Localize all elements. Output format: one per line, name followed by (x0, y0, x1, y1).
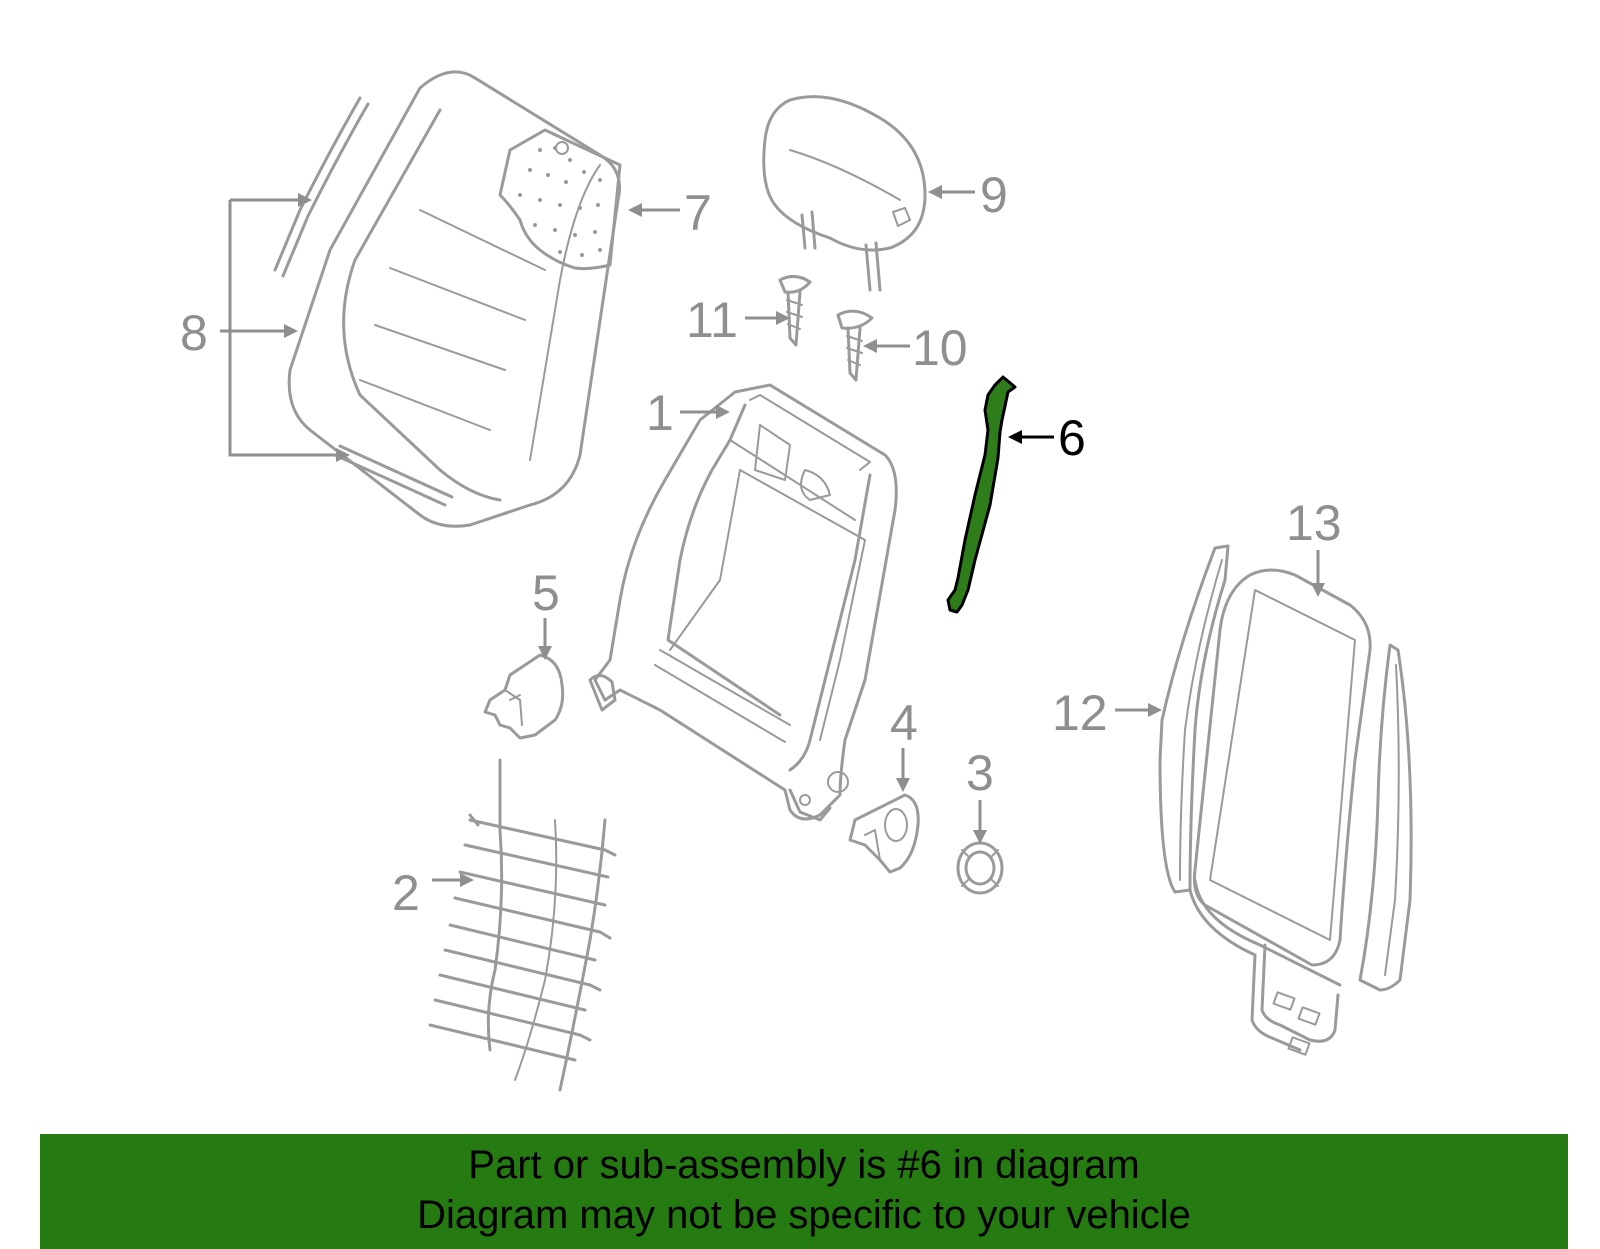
part-5-bracket[interactable] (483, 653, 565, 740)
info-banner: Part or sub-assembly is #6 in diagram Di… (40, 1134, 1568, 1249)
callout-12: 12 (1052, 685, 1108, 741)
part-6-bracket[interactable] (946, 375, 1017, 614)
callout-9: 9 (980, 167, 1008, 223)
callout-6[interactable]: 6 (1058, 410, 1086, 466)
part-13-rear-panel[interactable] (1188, 568, 1372, 1056)
callout-arrows (220, 185, 1325, 887)
part-8-seat-cover[interactable] (273, 70, 621, 528)
part-9-headrest[interactable] (762, 95, 927, 292)
banner-background (40, 1134, 1568, 1249)
part-6-shape (946, 375, 1017, 614)
callout-2: 2 (392, 865, 420, 921)
callout-5: 5 (532, 565, 560, 621)
part-4-cover[interactable] (848, 793, 920, 874)
callout-13: 13 (1286, 495, 1342, 551)
part-10-screw[interactable] (836, 309, 874, 382)
callout-3: 3 (966, 745, 994, 801)
callout-11: 11 (686, 292, 738, 348)
part-7-heater-pad[interactable] (498, 128, 622, 271)
part-2-spring-grid[interactable] (428, 758, 617, 1092)
part-12-side-trim[interactable] (1158, 544, 1413, 992)
part-3-ring[interactable] (956, 841, 1004, 895)
callout-4: 4 (890, 695, 918, 751)
callout-7: 7 (684, 185, 712, 241)
callout-10: 10 (912, 320, 968, 376)
callout-1: 1 (646, 385, 674, 441)
callout-8: 8 (180, 305, 208, 361)
banner-line-2: Diagram may not be specific to your vehi… (417, 1193, 1191, 1237)
banner-line-1: Part or sub-assembly is #6 in diagram (468, 1143, 1140, 1187)
part-11-screw[interactable] (778, 275, 812, 347)
part-1-seat-frame[interactable] (588, 383, 898, 822)
